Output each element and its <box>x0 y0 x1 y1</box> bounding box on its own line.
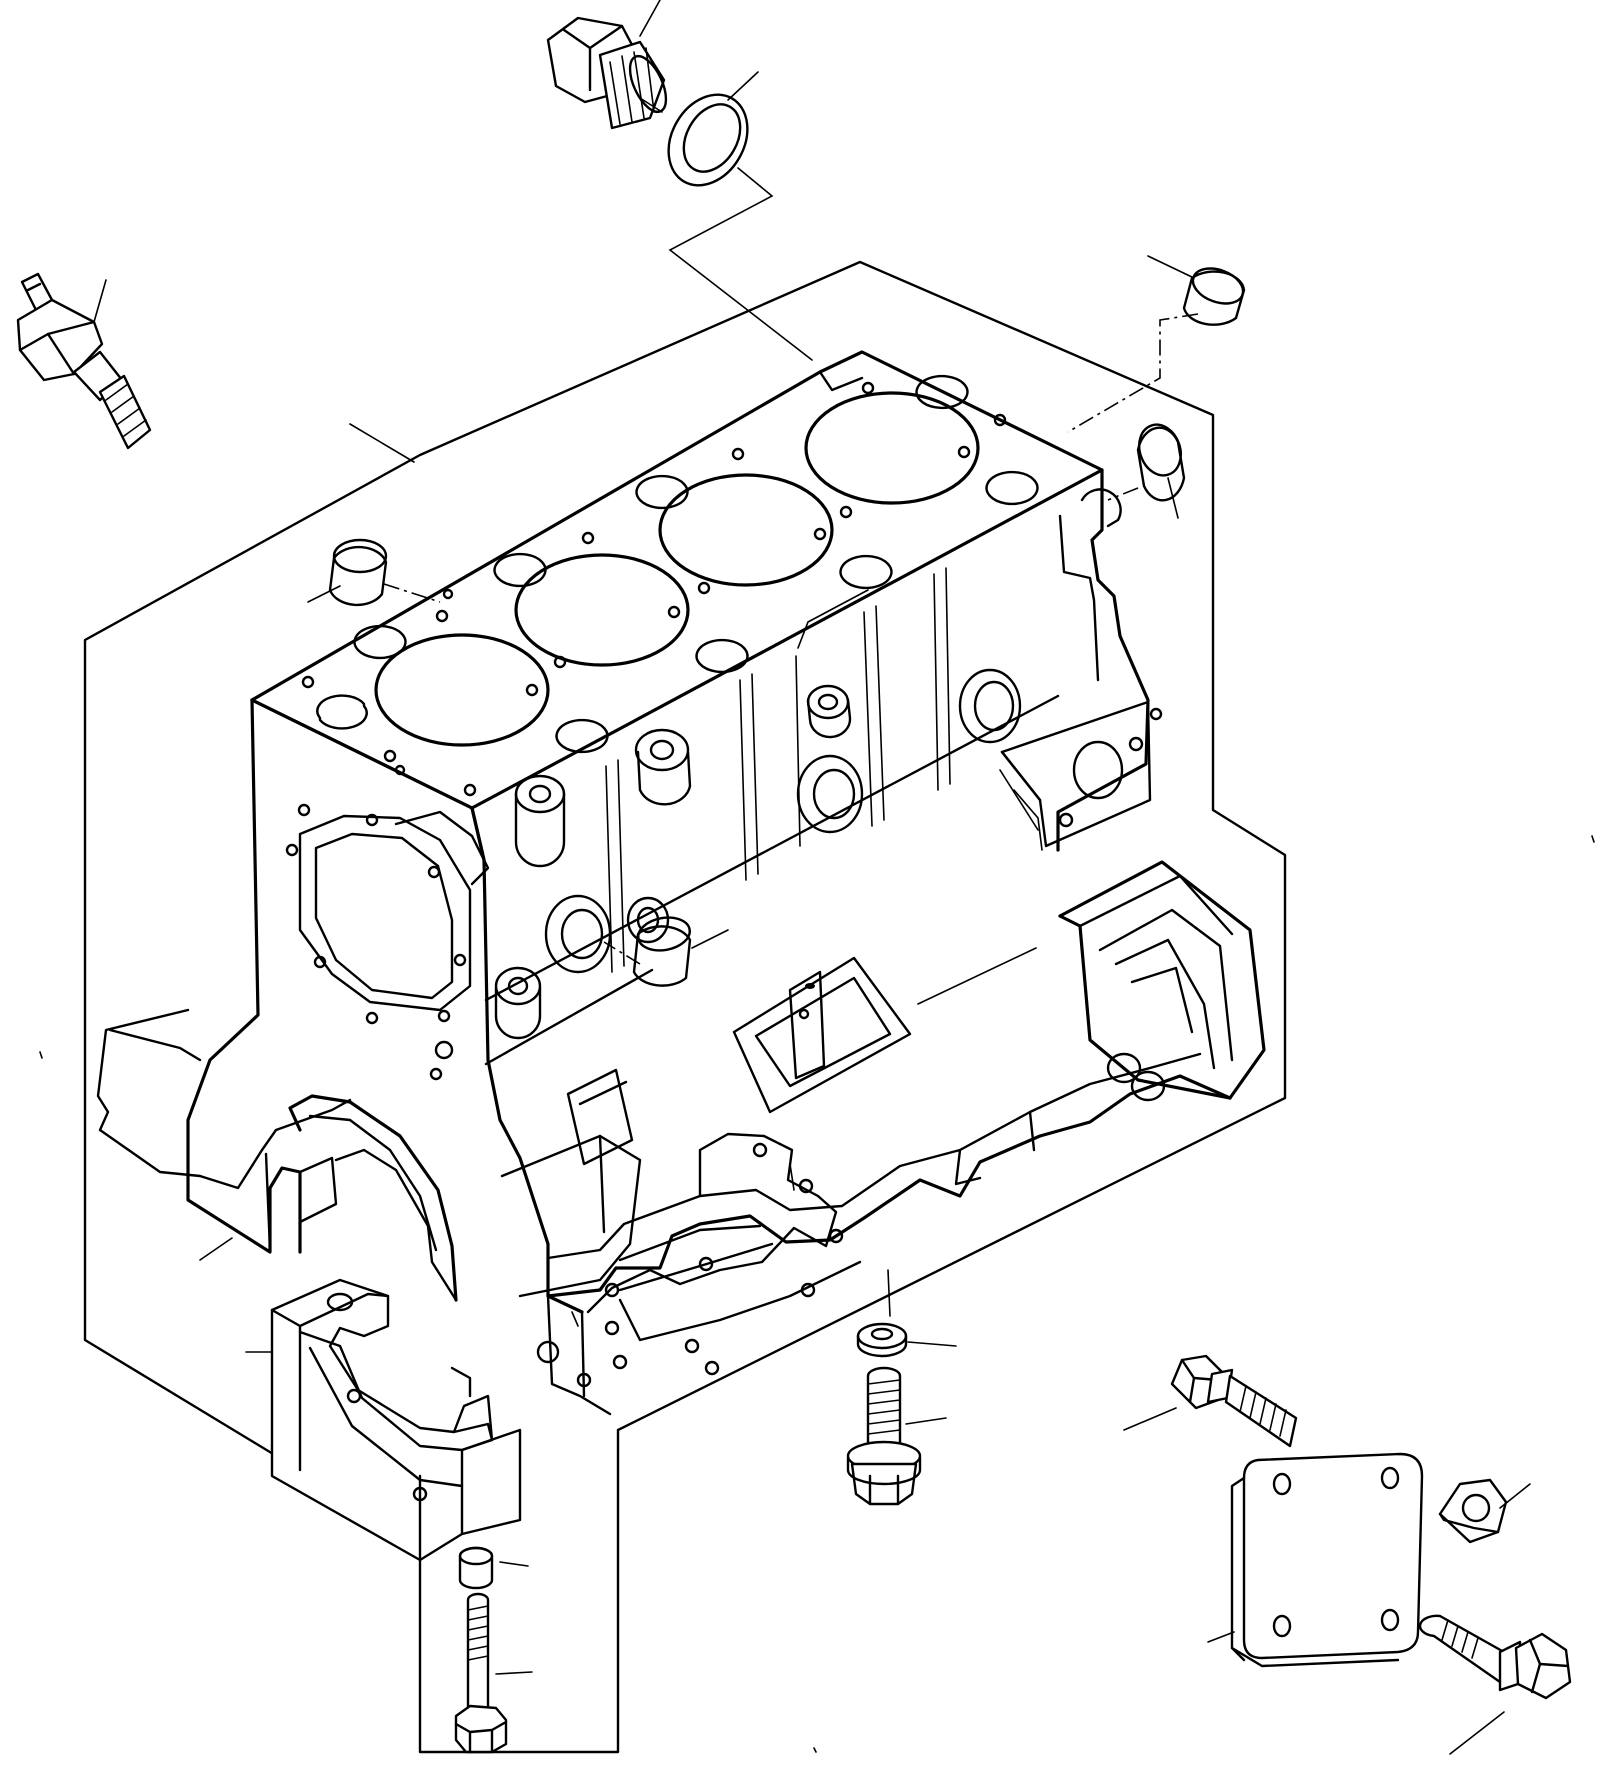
stray-mark-right <box>1591 835 1595 843</box>
main-bearing-cap <box>270 1278 522 1562</box>
side-boss-4 <box>796 754 864 834</box>
cylinder-block <box>96 350 1266 1416</box>
cover-bolt-upper <box>1123 1354 1298 1448</box>
bolt-with-washer <box>846 1366 947 1506</box>
gasket-leader-line <box>668 167 813 361</box>
side-mounting-pad <box>1000 700 1163 848</box>
cover-plate <box>1207 1452 1424 1668</box>
side-port <box>732 956 912 1114</box>
washer <box>856 1322 957 1358</box>
drain-plug <box>546 0 668 130</box>
assembly-boundary-outline <box>83 260 1287 1754</box>
cylinder-bore-3 <box>658 473 834 587</box>
cover-nut <box>1438 1478 1531 1544</box>
drain-plug-gasket <box>667 71 759 187</box>
side-boss-7 <box>626 896 670 944</box>
cap-bolt <box>454 1592 533 1754</box>
expansion-plug-top-right <box>1067 255 1246 433</box>
expansion-plug-left <box>307 538 441 607</box>
side-boss-1 <box>514 774 566 868</box>
cylinder-bore-2 <box>514 553 690 667</box>
side-boss-3 <box>806 684 852 739</box>
cylinder-bore-1 <box>374 633 550 747</box>
cap-dowel <box>458 1546 529 1590</box>
cover-bolt-lower <box>1418 1614 1572 1755</box>
cylinder-bore-4 <box>804 391 980 505</box>
oil-pressure-switch <box>16 272 152 450</box>
stray-mark-bottom <box>813 1747 817 1753</box>
side-boss-8 <box>494 966 542 1040</box>
side-boss-5 <box>958 668 1022 744</box>
crank-gallery-cutout <box>536 1132 844 1388</box>
side-boss-6 <box>544 894 612 974</box>
side-boss-2 <box>634 728 692 806</box>
stray-mark-left <box>39 1051 43 1059</box>
expansion-plug-right <box>1107 423 1186 519</box>
